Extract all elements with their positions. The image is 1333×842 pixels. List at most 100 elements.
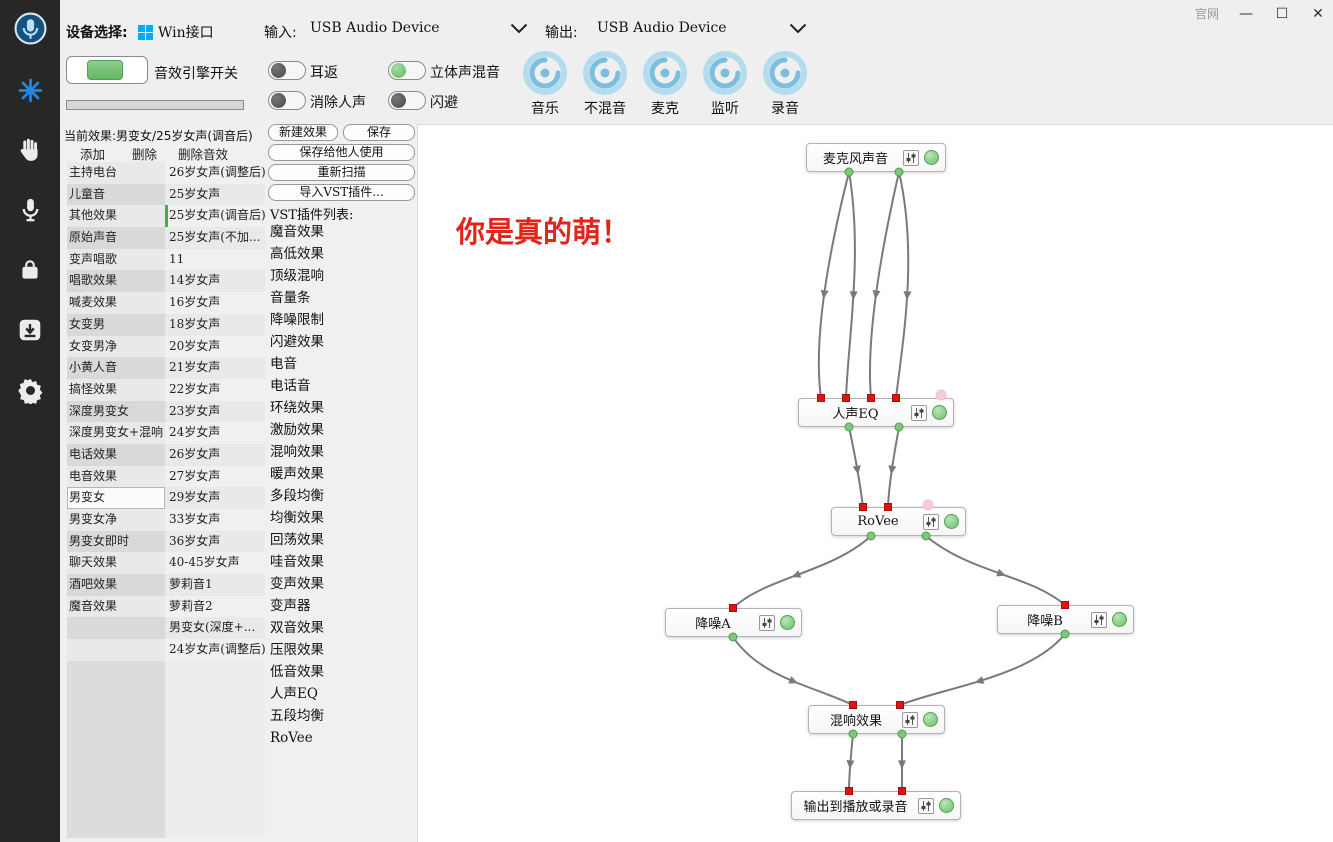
dial-button[interactable]: 音乐 [515,50,575,118]
unused-port[interactable] [935,389,947,401]
effect-voice-cell[interactable]: 26岁女声(调整后) [165,162,265,184]
effect-row[interactable]: 搞怪效果 22岁女声 [67,378,265,401]
output-port[interactable] [848,729,858,739]
effect-name-cell[interactable]: 电音效果 [67,465,165,488]
vst-plugin-item[interactable]: 压限效果 [270,642,324,658]
input-port[interactable] [817,394,825,402]
effect-name-cell[interactable]: 变声唱歌 [67,248,165,271]
mixer-icon[interactable] [902,711,918,728]
output-port[interactable] [866,531,876,541]
effect-name-cell[interactable]: 喊麦效果 [67,292,165,314]
output-device-select[interactable]: USB Audio Device [597,20,807,36]
effect-row[interactable]: 电话效果 26岁女声 [67,443,265,466]
save-button[interactable]: 保存 [343,124,415,141]
input-port[interactable] [884,503,892,511]
output-port[interactable] [1060,629,1070,639]
mixer-icon[interactable] [923,513,939,530]
shop-bag-icon[interactable] [0,257,60,283]
effect-voice-cell[interactable]: 25岁女声(调音后) [165,205,265,228]
node-enabled-dot[interactable] [924,150,939,165]
effect-row[interactable]: 聊天效果 40-45岁女声 [67,552,265,575]
microphone-icon[interactable] [0,196,60,223]
effect-voice-cell[interactable]: 27岁女声 [165,465,265,488]
effect-name-cell[interactable]: 小黄人音 [67,357,165,379]
output-port[interactable] [894,422,904,432]
effect-name-cell[interactable]: 聊天效果 [67,552,165,575]
toggle-ear-monitor[interactable] [268,61,306,80]
input-port[interactable] [896,701,904,709]
hand-icon[interactable] [0,136,60,163]
effect-voice-cell[interactable]: 20岁女声 [165,335,265,358]
effect-name-cell[interactable]: 儿童音 [67,183,165,206]
toggle-stereo-mix[interactable] [388,61,426,80]
effect-row[interactable]: 唱歌效果 14岁女声 [67,270,265,293]
input-port[interactable] [859,503,867,511]
input-port[interactable] [898,787,906,795]
node-enabled-dot[interactable] [923,712,938,727]
vst-plugin-item[interactable]: RoVee [270,730,313,746]
effect-voice-cell[interactable]: 22岁女声 [165,378,265,401]
vst-plugin-item[interactable]: 电话音 [270,378,311,394]
effect-voice-cell[interactable]: 29岁女声 [165,487,265,509]
effect-row[interactable]: 其他效果 25岁女声(调音后) [67,205,265,228]
output-port[interactable] [897,729,907,739]
vst-plugin-item[interactable]: 环绕效果 [270,400,324,416]
vst-plugin-item[interactable]: 混响效果 [270,444,324,460]
effect-name-cell[interactable]: 主持电台 [67,162,165,184]
vst-plugin-item[interactable]: 暖声效果 [270,466,324,482]
effect-voice-cell[interactable]: 18岁女声 [165,313,265,336]
effect-voice-cell[interactable]: 33岁女声 [165,509,265,531]
effect-voice-cell[interactable]: 40-45岁女声 [165,552,265,575]
effect-name-cell[interactable] [67,617,165,640]
effect-row[interactable]: 原始声音 25岁女声(不加... [67,227,265,249]
effect-voice-cell[interactable]: 25岁女声 [165,183,265,206]
input-port[interactable] [842,394,850,402]
effect-name-cell[interactable]: 搞怪效果 [67,378,165,401]
save-for-others-button[interactable]: 保存给他人使用 [268,144,415,161]
effect-name-cell[interactable]: 女变男净 [67,335,165,358]
effect-row[interactable]: 男变女(深度+... [67,617,265,640]
input-port[interactable] [729,604,737,612]
mixer-icon[interactable] [911,404,927,421]
effect-row[interactable]: 小黄人音 21岁女声 [67,357,265,379]
official-site-link[interactable]: 官网 [1194,7,1219,21]
close-button[interactable]: ✕ [1312,5,1324,22]
effect-row[interactable]: 电音效果 27岁女声 [67,465,265,488]
effect-row[interactable]: 儿童音 25岁女声 [67,183,265,206]
input-port[interactable] [849,701,857,709]
effect-voice-cell[interactable]: 11 [165,248,265,271]
node-graph-canvas[interactable]: 你是真的萌！ 麦克风声音 人声EQ RoVee 降噪A 降噪B 混响效果 输出到… [417,124,1333,842]
toggle-remove-vocals[interactable] [268,91,306,110]
effect-row[interactable]: 女变男 18岁女声 [67,313,265,336]
input-port[interactable] [1061,601,1069,609]
effect-name-cell[interactable]: 深度男变女+混响 [67,422,165,444]
effect-voice-cell[interactable]: 24岁女声(调整后) [165,639,265,661]
effect-name-cell[interactable]: 酒吧效果 [67,574,165,596]
add-effect-button[interactable]: 添加 [80,147,106,162]
effect-voice-cell[interactable]: 萝莉音2 [165,595,265,618]
mixer-icon[interactable] [759,614,775,631]
delete-sound-button[interactable]: 删除音效 [178,147,229,162]
effect-name-cell[interactable]: 唱歌效果 [67,270,165,293]
delete-effect-button[interactable]: 删除 [132,147,158,162]
effect-name-cell[interactable]: 电话效果 [67,443,165,466]
effect-row[interactable]: 深度男变女 23岁女声 [67,400,265,423]
effect-row[interactable]: 男变女净 33岁女声 [67,509,265,531]
effect-row[interactable]: 喊麦效果 16岁女声 [67,292,265,314]
output-port[interactable] [894,167,904,177]
node-enabled-dot[interactable] [944,514,959,529]
vst-plugin-item[interactable]: 回荡效果 [270,532,324,548]
input-device-select[interactable]: USB Audio Device [310,20,528,36]
input-port[interactable] [845,787,853,795]
device-select[interactable]: Win接口 [138,22,214,42]
minimize-button[interactable]: — [1239,5,1253,22]
node-enabled-dot[interactable] [932,405,947,420]
vst-plugin-item[interactable]: 变声器 [270,598,311,614]
effect-name-cell[interactable]: 男变女即时 [67,530,165,553]
vst-plugin-item[interactable]: 顶级混响 [270,268,324,284]
snowflake-icon[interactable] [0,78,60,103]
vst-plugin-item[interactable]: 高低效果 [270,246,324,262]
node-vocal-eq[interactable]: 人声EQ [798,398,954,427]
effect-voice-cell[interactable]: 26岁女声 [165,443,265,466]
effect-row[interactable]: 女变男净 20岁女声 [67,335,265,358]
